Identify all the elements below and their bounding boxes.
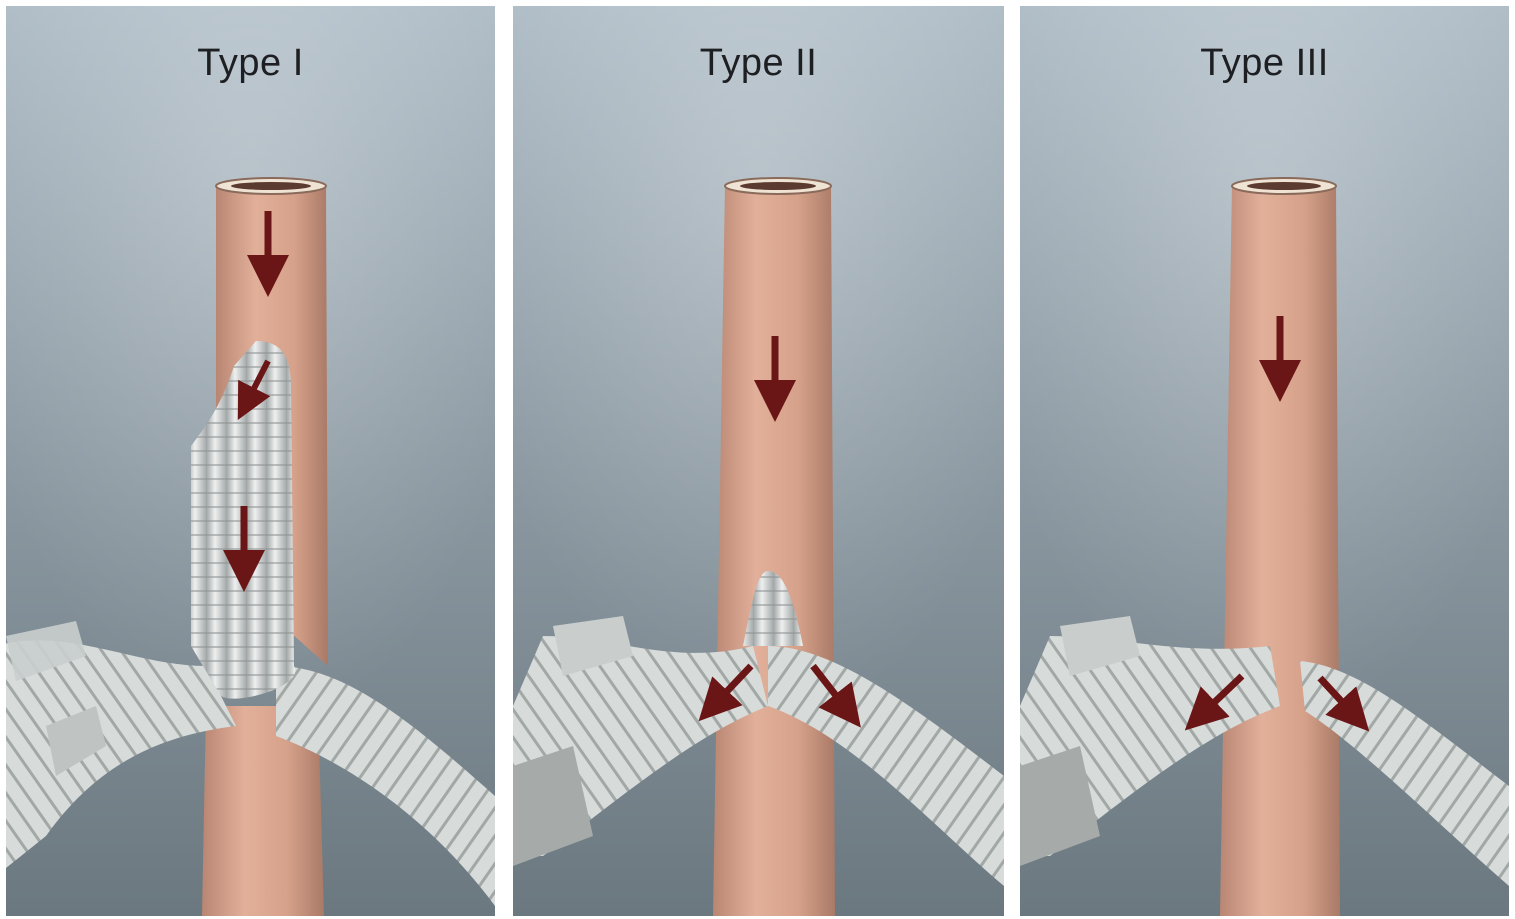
panel-type-3: Type III xyxy=(1020,6,1509,916)
panel-type-2: Type II xyxy=(513,6,1004,916)
type-2-illustration xyxy=(513,6,1004,916)
type-1-illustration xyxy=(6,6,495,916)
panel-title: Type I xyxy=(6,42,495,85)
panel-title: Type III xyxy=(1020,42,1509,85)
panel-type-1: Type I xyxy=(6,6,495,916)
type-3-illustration xyxy=(1020,6,1509,916)
panel-title: Type II xyxy=(513,42,1004,85)
esophagus xyxy=(1220,184,1340,916)
esophagus xyxy=(713,184,835,916)
